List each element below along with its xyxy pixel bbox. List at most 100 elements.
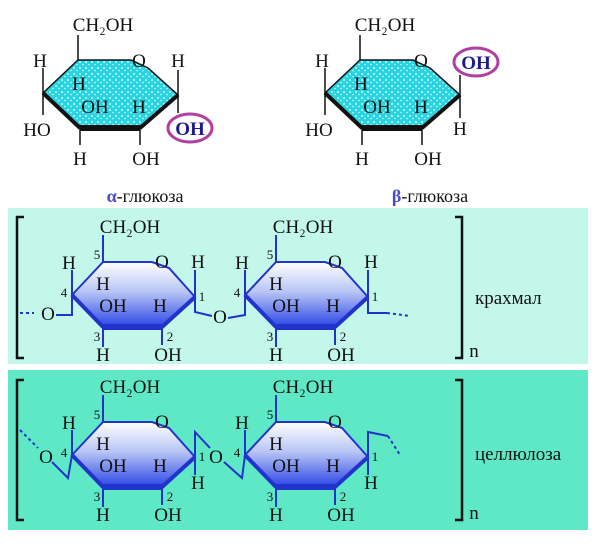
highlight-ellipse bbox=[452, 46, 500, 78]
h-label: H bbox=[269, 274, 283, 295]
alpha-glucose-caption: α-глюкоза bbox=[107, 186, 184, 206]
ring bbox=[41, 59, 180, 129]
bond-line bbox=[386, 312, 411, 317]
carbon-number-4: 4 bbox=[61, 285, 68, 300]
h-label: H bbox=[269, 434, 283, 455]
ring-oxygen-label: O bbox=[155, 252, 169, 273]
h-label: H bbox=[132, 97, 146, 118]
h-label: H bbox=[269, 345, 283, 366]
ring-oxygen-label: O bbox=[414, 51, 428, 72]
h-label: H bbox=[364, 473, 378, 494]
oh-label: OH bbox=[327, 505, 355, 526]
bond-line bbox=[194, 429, 211, 457]
cellulose-label: целлюлоза bbox=[475, 444, 562, 465]
bond-line bbox=[243, 293, 278, 329]
h-label: H bbox=[235, 253, 249, 274]
carbon-number-5: 5 bbox=[94, 407, 101, 422]
carbon-number-5: 5 bbox=[267, 247, 274, 262]
carbon-number-3: 3 bbox=[94, 329, 101, 344]
bond-line bbox=[227, 295, 246, 319]
h-label: H bbox=[62, 413, 76, 434]
ch2oh-label: CH₂OH bbox=[273, 217, 334, 238]
left-bracket bbox=[15, 378, 24, 522]
caption-text: -глюкоза bbox=[401, 186, 468, 206]
bond-line bbox=[367, 297, 387, 314]
carbon-number-3: 3 bbox=[94, 489, 101, 504]
bond-line bbox=[420, 93, 462, 130]
repeat-n-label: n bbox=[469, 503, 479, 524]
bond-line bbox=[333, 455, 370, 489]
bond-line bbox=[243, 453, 278, 489]
oh-label: OH bbox=[81, 97, 109, 118]
anomeric-oh-label: OH bbox=[175, 119, 205, 140]
bond-line bbox=[51, 454, 73, 481]
bond-line bbox=[70, 453, 105, 489]
bond-line bbox=[70, 293, 105, 329]
carbon-number-2: 2 bbox=[340, 489, 347, 504]
ring-oxygen-label: O bbox=[155, 412, 169, 433]
h-label: H bbox=[96, 505, 110, 526]
glycosidic-oxygen-label: O bbox=[39, 447, 53, 468]
bond-line bbox=[19, 429, 39, 449]
h-label: H bbox=[62, 253, 76, 274]
oh-label: OH bbox=[363, 97, 391, 118]
h-label: H bbox=[96, 274, 110, 295]
alpha-symbol: α bbox=[107, 186, 117, 206]
ch2oh-label: CH₂OH bbox=[273, 377, 334, 398]
carbon-number-4: 4 bbox=[61, 445, 68, 460]
h-label: H bbox=[153, 456, 167, 477]
h-label: H bbox=[72, 74, 86, 95]
carbon-number-3: 3 bbox=[267, 489, 274, 504]
right-bracket bbox=[455, 215, 464, 360]
h-label: H bbox=[326, 296, 340, 317]
carbon-number-4: 4 bbox=[234, 445, 241, 460]
ho-label: HO bbox=[305, 120, 332, 141]
h-label: H bbox=[153, 296, 167, 317]
ch2oh-label: CH₂OH bbox=[355, 15, 416, 36]
oh-label: OH bbox=[154, 345, 182, 366]
h-label: H bbox=[171, 51, 185, 72]
h-label: H bbox=[453, 119, 467, 140]
carbon-number-3: 3 bbox=[267, 329, 274, 344]
beta-symbol: β bbox=[392, 186, 401, 206]
oh-label: OH bbox=[154, 505, 182, 526]
glycosidic-oxygen-label: O bbox=[209, 447, 223, 468]
h-label: H bbox=[33, 51, 47, 72]
bond-line bbox=[56, 295, 73, 316]
carbon-number-1: 1 bbox=[199, 289, 206, 304]
glycosidic-oxygen-label: O bbox=[41, 304, 55, 325]
bond-line bbox=[223, 454, 246, 481]
bond-line bbox=[367, 430, 389, 457]
oh-label: OH bbox=[414, 149, 442, 170]
carbon-number-1: 1 bbox=[372, 449, 379, 464]
bond-line bbox=[387, 435, 401, 456]
oh-label: OH bbox=[272, 296, 300, 317]
h-label: H bbox=[414, 97, 428, 118]
h-label: H bbox=[315, 51, 329, 72]
bond-line bbox=[41, 91, 82, 130]
ho-label: HO bbox=[23, 120, 50, 141]
bond-line bbox=[138, 93, 180, 130]
oh-label: OH bbox=[99, 296, 127, 317]
oh-label: OH bbox=[327, 345, 355, 366]
caption-text: -глюкоза bbox=[117, 186, 184, 206]
bond-line bbox=[194, 297, 213, 317]
carbon-number-5: 5 bbox=[94, 247, 101, 262]
h-label: H bbox=[269, 505, 283, 526]
highlight-ellipse bbox=[166, 112, 214, 144]
bond-line bbox=[323, 91, 364, 130]
h-label: H bbox=[73, 149, 87, 170]
glycosidic-oxygen-label: O bbox=[213, 307, 227, 328]
h-label: H bbox=[96, 434, 110, 455]
h-label: H bbox=[235, 413, 249, 434]
ch2oh-label: CH₂OH bbox=[100, 217, 161, 238]
h-label: H bbox=[191, 473, 205, 494]
carbon-number-2: 2 bbox=[167, 489, 174, 504]
ring-oxygen-label: O bbox=[132, 51, 146, 72]
carbon-number-2: 2 bbox=[340, 329, 347, 344]
h-label: H bbox=[326, 456, 340, 477]
